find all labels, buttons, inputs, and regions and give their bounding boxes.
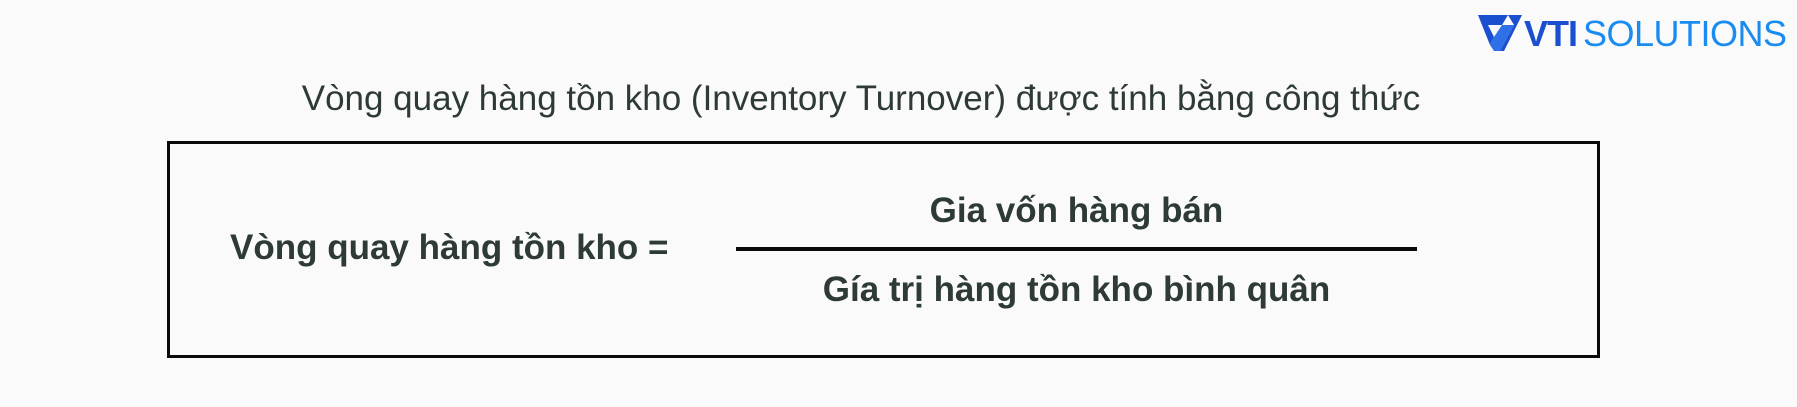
fraction-numerator: Gia vốn hàng bán: [929, 191, 1224, 230]
logo-brand-primary: VTI: [1524, 13, 1578, 54]
vti-chevron-mark-icon: [1478, 15, 1522, 51]
formula-lhs: Vòng quay hàng tồn kho =: [230, 228, 669, 267]
logo-brand-secondary: SOLUTIONS: [1583, 13, 1787, 54]
fraction-denominator: Gía trị hàng tồn kho bình quân: [822, 270, 1331, 309]
vti-solutions-logo: VTI SOLUTIONS: [1478, 14, 1787, 54]
intro-heading: Vòng quay hàng tồn kho (Inventory Turnov…: [301, 79, 1421, 118]
formula-box: Vòng quay hàng tồn kho = Gia vốn hàng bá…: [167, 141, 1600, 358]
fraction-bar: [736, 247, 1417, 251]
fraction: Gia vốn hàng bán Gía trị hàng tồn kho bì…: [736, 144, 1417, 355]
